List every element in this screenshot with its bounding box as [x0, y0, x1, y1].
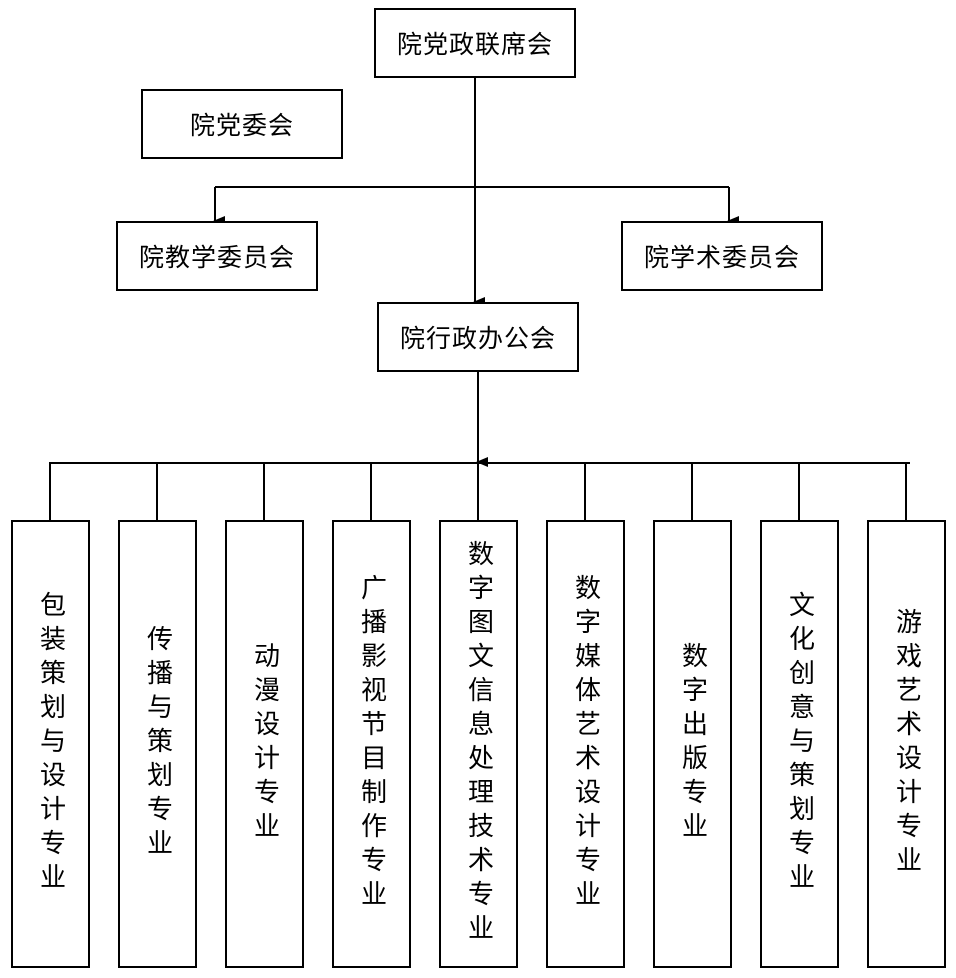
major-box-6: 数字出版专业: [653, 520, 732, 968]
major-label: 动漫设计专业: [249, 642, 280, 846]
major-label: 包装策划与设计专业: [35, 591, 66, 897]
major-label: 文化创意与策划专业: [784, 591, 815, 897]
major-label: 游戏艺术设计专业: [891, 608, 922, 880]
admin-office-meeting-label: 院行政办公会: [399, 324, 556, 353]
admin-office-meeting-box: 院行政办公会: [377, 302, 579, 372]
major-box-3: 广播影视节目制作专业: [332, 520, 411, 968]
joint-meeting-label: 院党政联席会: [396, 30, 553, 59]
major-box-2: 动漫设计专业: [225, 520, 304, 968]
joint-meeting-box: 院党政联席会: [374, 8, 576, 78]
major-label: 数字媒体艺术设计专业: [570, 574, 601, 914]
teaching-committee-label: 院教学委员会: [138, 243, 295, 272]
academic-committee-box: 院学术委员会: [621, 221, 823, 291]
major-box-5: 数字媒体艺术设计专业: [546, 520, 625, 968]
major-box-4: 数字图文信息处理技术专业: [439, 520, 518, 968]
major-box-7: 文化创意与策划专业: [760, 520, 839, 968]
major-label: 传播与策划专业: [142, 625, 173, 863]
major-box-8: 游戏艺术设计专业: [867, 520, 946, 968]
academic-committee-label: 院学术委员会: [643, 243, 800, 272]
party-committee-box: 院党委会: [141, 89, 343, 159]
teaching-committee-box: 院教学委员会: [116, 221, 318, 291]
party-committee-label: 院党委会: [189, 111, 294, 140]
major-box-0: 包装策划与设计专业: [11, 520, 90, 968]
major-label: 数字出版专业: [677, 642, 708, 846]
major-label: 数字图文信息处理技术专业: [463, 540, 494, 948]
major-box-1: 传播与策划专业: [118, 520, 197, 968]
major-label: 广播影视节目制作专业: [356, 574, 387, 914]
